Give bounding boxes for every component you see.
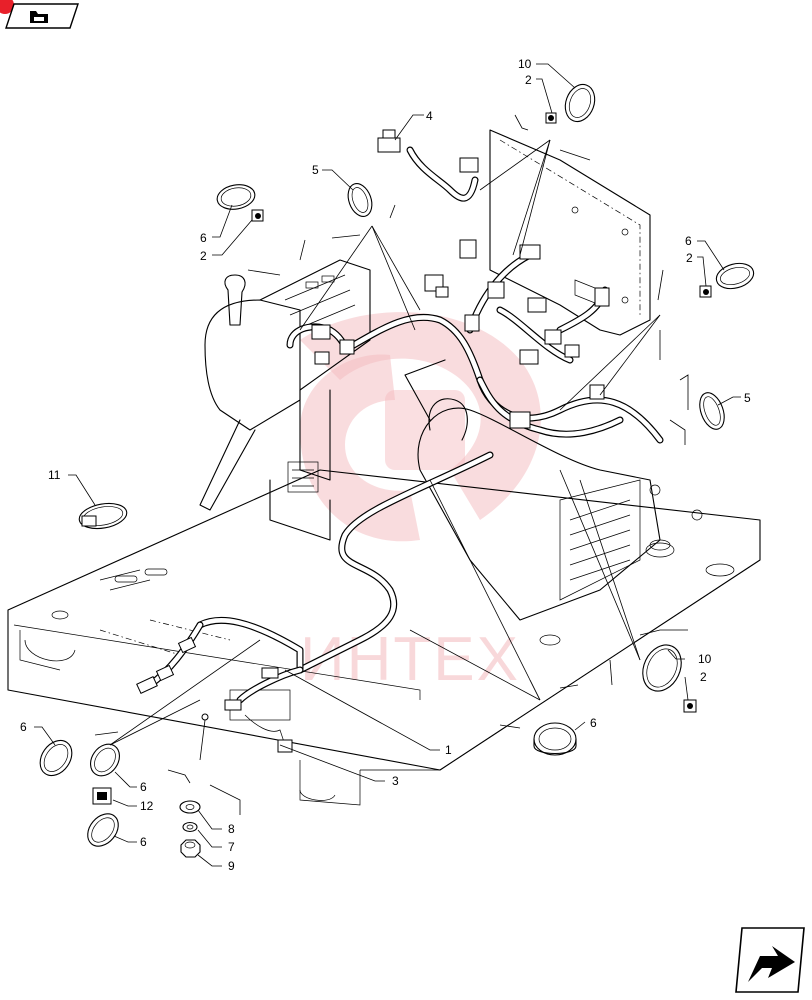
loose-parts [39,83,755,858]
washer-8 [179,800,201,814]
leader-lines [34,63,741,867]
clip-2-right [699,285,712,298]
grommet-6-center [533,722,577,756]
grommet-10-right [642,644,682,692]
grommet-5-right [699,392,725,430]
callout-10-top: 10 [518,57,532,71]
hose-clamp-11 [78,502,128,530]
callout-6-left-2: 6 [140,780,147,794]
callout-6-left-1: 6 [20,720,27,734]
main-harness [146,146,664,704]
grommet-10-top [564,83,596,123]
callout-6-left-top: 6 [200,231,207,245]
clip-2-top [545,112,557,124]
base-frame [7,469,761,806]
relay-12 [92,787,112,805]
lockwasher-7 [182,821,198,833]
next-page-arrow-icon [748,946,795,982]
callout-4: 4 [426,109,433,123]
callout-5-right: 5 [744,391,751,405]
callout-1: 1 [445,743,452,757]
callout-3: 3 [392,774,399,788]
folder-back-icon [30,11,48,23]
callout-8: 8 [228,822,235,836]
grommet-5-top [347,183,373,217]
grommet-6-left-2 [90,743,120,777]
right-control-box [489,129,651,336]
callout-6-right: 6 [685,234,692,248]
grommet-6-right [715,262,755,290]
callout-12: 12 [140,799,154,813]
callout-2-lower-right: 2 [700,670,707,684]
callout-6-center: 6 [590,716,597,730]
callout-7: 7 [228,840,235,854]
callout-labels: 10 2 4 5 6 2 6 2 5 11 10 2 1 3 6 6 6 12 … [20,57,751,873]
callout-6-left-3: 6 [140,835,147,849]
grommet-6-left-3 [87,813,119,847]
right-console [404,359,703,621]
callout-5-top: 5 [312,163,319,177]
back-to-index-icon[interactable] [0,0,79,29]
callout-11: 11 [48,468,61,482]
callout-9: 9 [228,859,235,873]
callout-2-left: 2 [200,249,207,263]
grommet-6-left-1 [39,739,73,777]
callout-2-right: 2 [686,251,693,265]
clip-2-left [251,209,264,222]
nut-9 [180,839,201,858]
clip-2-lower-right [683,699,697,713]
callout-2-top: 2 [525,73,532,87]
watermark-text: ИНТЕХ [300,625,520,694]
callout-10-right: 10 [698,652,712,666]
grommet-6-left-top [216,184,256,210]
harness-connectors [136,129,610,753]
next-page-button[interactable] [735,927,805,993]
